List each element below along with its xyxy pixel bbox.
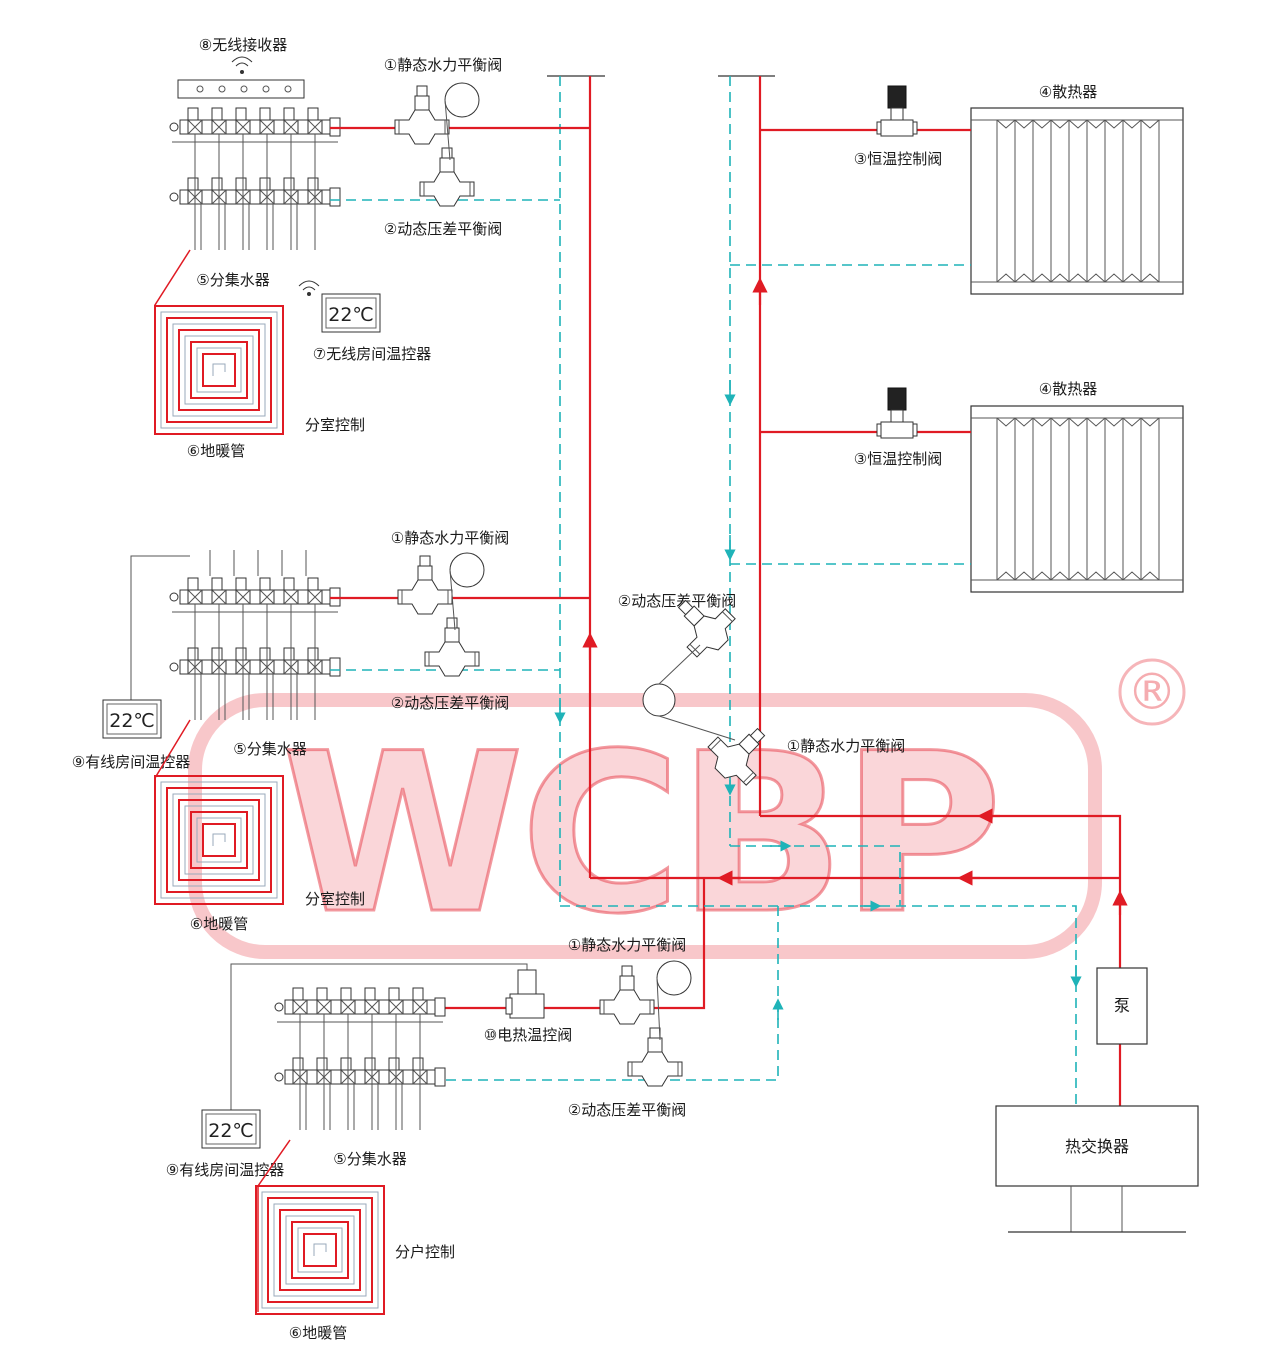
plant-room: 泵 热交换器 bbox=[995, 967, 1199, 1233]
riser-pipes bbox=[425, 75, 1128, 1106]
manifold-1 bbox=[170, 108, 340, 250]
unit-2: ⑤分集水器 ①静态水力平衡阀 ②动态压差平衡阀 22℃ ⑨有线房间温控器 ⑥地暖… bbox=[72, 529, 590, 933]
wired-thermostat-1 bbox=[102, 699, 162, 739]
registered-mark: ® bbox=[1127, 663, 1177, 721]
thermostat-display-3: 22℃ bbox=[208, 1120, 254, 1142]
radiator-group: ④散热器 ③恒温控制阀 ④散热器 ③恒温控制阀 bbox=[730, 83, 1184, 593]
dynamic-valve-1 bbox=[419, 147, 475, 207]
label-manifold-3: ⑤分集水器 bbox=[333, 1150, 406, 1168]
floor-coil-1 bbox=[154, 305, 284, 435]
watermark: WCBP ® bbox=[188, 658, 1186, 964]
heat-exchanger bbox=[995, 1105, 1199, 1187]
label-manifold-1: ⑤分集水器 bbox=[196, 271, 269, 289]
label-pump: 泵 bbox=[1114, 996, 1130, 1015]
dynamic-valve-3 bbox=[627, 1027, 683, 1087]
label-wireless-thermostat: ⑦无线房间温控器 bbox=[313, 345, 431, 363]
thermostat-display-2: 22℃ bbox=[109, 710, 155, 732]
label-thermo-valve-2: ③恒温控制阀 bbox=[854, 450, 942, 468]
label-static-valve-3: ①静态水力平衡阀 bbox=[568, 936, 686, 954]
label-wireless-receiver: ⑧无线接收器 bbox=[199, 36, 287, 54]
label-electric-valve: ⑩电热温控阀 bbox=[484, 1026, 572, 1044]
label-radiator-1: ④散热器 bbox=[1039, 83, 1097, 101]
floor-coil-3 bbox=[255, 1185, 385, 1315]
static-valve-2 bbox=[397, 555, 453, 615]
wifi-icon bbox=[298, 280, 320, 296]
riser-valves: ②动态压差平衡阀 ①静态水力平衡阀 bbox=[618, 584, 905, 793]
thermostatic-valve-2 bbox=[876, 387, 918, 439]
thermostat-display-1: 22℃ bbox=[328, 304, 374, 326]
radiator-1 bbox=[970, 107, 1184, 295]
label-static-valve-2: ①静态水力平衡阀 bbox=[391, 529, 509, 547]
unit-3: ⑤分集水器 ⑩电热温控阀 ①静态水力平衡阀 ②动态压差平衡阀 22℃ ⑨有线房间… bbox=[166, 936, 692, 1342]
wireless-thermostat bbox=[321, 293, 381, 333]
label-floor-pipe-2: ⑥地暖管 bbox=[190, 915, 248, 933]
manifold-3 bbox=[275, 988, 445, 1130]
label-radiator-2: ④散热器 bbox=[1039, 380, 1097, 398]
label-dynamic-valve-2: ②动态压差平衡阀 bbox=[391, 694, 509, 712]
watermark-text: WCBP bbox=[281, 706, 998, 962]
label-heat-exchanger: 热交换器 bbox=[1065, 1137, 1129, 1156]
dynamic-valve-2 bbox=[424, 617, 480, 677]
wired-thermostat-2 bbox=[201, 1109, 261, 1149]
label-floor-pipe-3: ⑥地暖管 bbox=[289, 1324, 347, 1342]
floor-coil-2 bbox=[154, 775, 284, 905]
unit-1: ⑧无线接收器 ⑤分集水器 ①静态水力平衡阀 ②动态压差平衡阀 ⑥地暖管 分室控制… bbox=[154, 36, 590, 460]
label-wired-thermostat-2: ⑨有线房间温控器 bbox=[166, 1161, 284, 1179]
radiator-2 bbox=[970, 405, 1184, 593]
wifi-icon bbox=[231, 56, 253, 74]
label-dynamic-valve-1: ②动态压差平衡阀 bbox=[384, 220, 502, 238]
static-valve-1 bbox=[394, 85, 450, 145]
electric-valve bbox=[505, 969, 545, 1019]
label-static-valve-1: ①静态水力平衡阀 bbox=[384, 56, 502, 74]
label-household-control: 分户控制 bbox=[395, 1243, 455, 1261]
thermostatic-valve-1 bbox=[876, 85, 918, 137]
label-wired-thermostat-1: ⑨有线房间温控器 bbox=[72, 753, 190, 771]
label-manifold-2: ⑤分集水器 bbox=[233, 740, 306, 758]
label-room-control-1: 分室控制 bbox=[305, 416, 365, 434]
label-dynamic-valve-3: ②动态压差平衡阀 bbox=[568, 1101, 686, 1119]
label-dynamic-valve-riser: ②动态压差平衡阀 bbox=[618, 592, 736, 610]
label-thermo-valve-1: ③恒温控制阀 bbox=[854, 150, 942, 168]
label-room-control-2: 分室控制 bbox=[305, 890, 365, 908]
label-floor-pipe-1: ⑥地暖管 bbox=[187, 442, 245, 460]
static-valve-3 bbox=[599, 965, 655, 1025]
pump bbox=[1096, 967, 1148, 1045]
label-static-valve-riser: ①静态水力平衡阀 bbox=[787, 737, 905, 755]
